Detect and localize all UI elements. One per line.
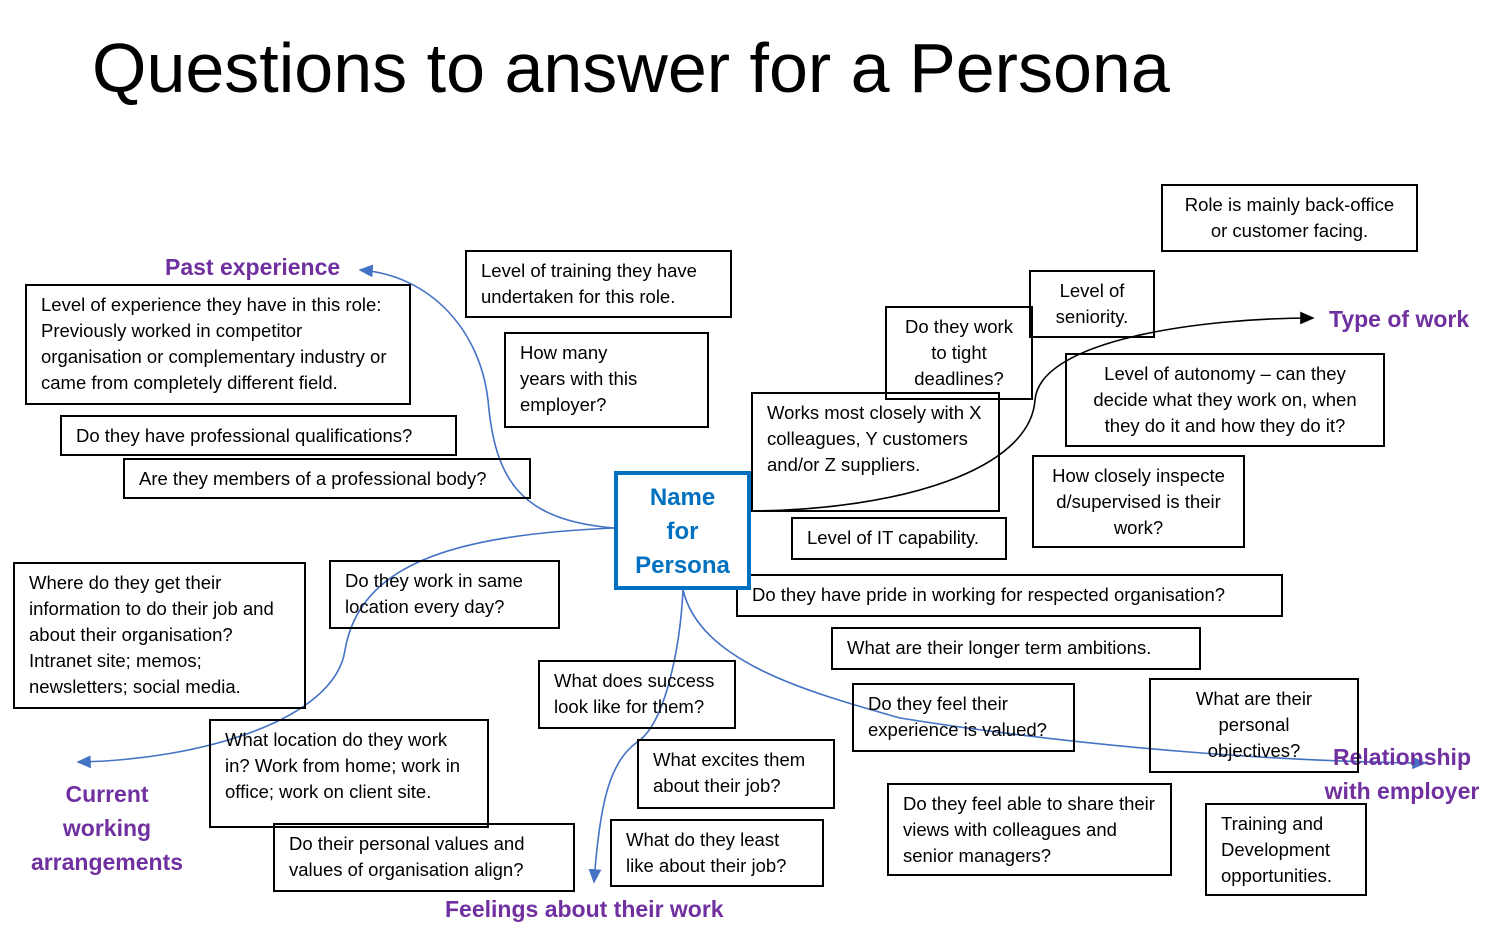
question-ambitions: What are their longer term ambitions. xyxy=(831,627,1201,670)
persona-name-line: for xyxy=(666,518,699,545)
category-type-of-work: Type of work xyxy=(1329,306,1470,332)
question-values: Do their personal values and values of o… xyxy=(273,823,575,892)
category-current-working: Current working arrangements xyxy=(17,777,197,879)
question-colleagues: Works most closely with X colleagues, Y … xyxy=(751,392,1000,512)
question-autonomy: Level of autonomy – can they decide what… xyxy=(1065,353,1385,447)
question-information: Where do they get their information to d… xyxy=(13,562,306,709)
question-members: Are they members of a professional body? xyxy=(123,458,531,499)
question-deadlines: Do they work to tight deadlines? xyxy=(885,306,1033,400)
category-relationship: Relationship with employer xyxy=(1318,740,1486,808)
category-line: Relationship xyxy=(1332,744,1471,770)
connector-type-of-work xyxy=(749,311,1315,512)
question-share: Do they feel able to share their views w… xyxy=(887,783,1172,876)
question-qualifications: Do they have professional qualifications… xyxy=(60,415,457,456)
question-it: Level of IT capability. xyxy=(791,517,1007,560)
category-line: with employer xyxy=(1324,778,1480,804)
question-seniority: Level of seniority. xyxy=(1029,270,1155,338)
question-valued: Do they feel their experience is valued? xyxy=(852,683,1075,752)
question-years: How many years with this employer? xyxy=(504,332,709,428)
question-location: What location do they work in? Work from… xyxy=(209,719,489,828)
question-training-development: Training and Development opportunities. xyxy=(1205,803,1367,896)
question-role: Role is mainly back-office or customer f… xyxy=(1161,184,1418,252)
question-success: What does success look like for them? xyxy=(538,660,736,729)
question-least-like: What do they least like about their job? xyxy=(610,819,824,887)
category-line: Current xyxy=(65,781,149,807)
question-inspected: How closely inspected/supervised is thei… xyxy=(1032,455,1245,548)
connector-relationship xyxy=(682,589,1427,770)
category-line: working xyxy=(62,815,152,841)
category-past-experience: Past experience xyxy=(165,254,341,280)
slide-title: Questions to answer for a Persona xyxy=(92,29,1170,107)
connector-past-experience xyxy=(358,264,615,529)
question-objectives: What are their personal objectives? xyxy=(1149,678,1359,773)
question-experience: Level of experience they have in this ro… xyxy=(25,284,411,405)
persona-name-node: Name for Persona xyxy=(614,471,751,590)
connector-current-working xyxy=(76,527,615,769)
question-excites: What excites them about their job? xyxy=(637,739,835,809)
question-training: Level of training they have undertaken f… xyxy=(465,250,732,318)
category-line: arrangements xyxy=(30,849,184,875)
persona-name-line: Name xyxy=(649,484,716,511)
persona-name-line: Persona xyxy=(635,552,730,579)
category-feelings: Feelings about their work xyxy=(445,896,724,922)
question-same-location: Do they work in same location every day? xyxy=(329,560,560,629)
question-pride: Do they have pride in working for respec… xyxy=(736,574,1283,617)
